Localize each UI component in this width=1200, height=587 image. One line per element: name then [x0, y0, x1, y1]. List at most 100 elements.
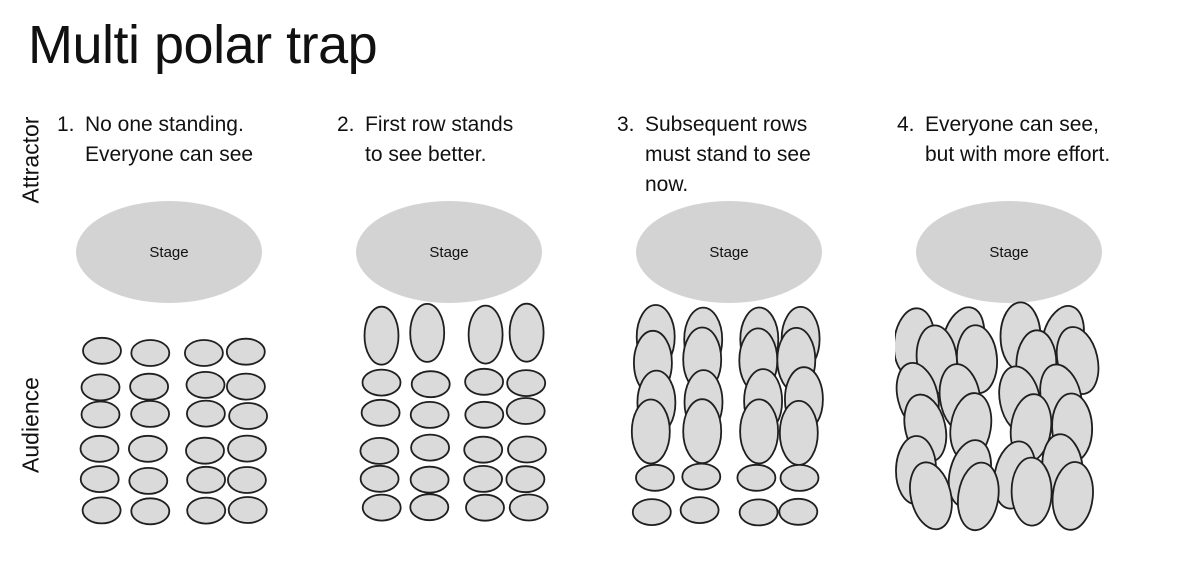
stage-shape — [356, 201, 542, 303]
stage-label: Stage — [989, 244, 1028, 261]
caption-line: must stand to see — [645, 143, 811, 166]
caption-line: but with more effort. — [925, 143, 1111, 166]
audience-person-seated — [465, 493, 505, 522]
audience-person-seated — [226, 466, 267, 494]
audience-person-seated — [81, 496, 122, 525]
caption-line: Subsequent rows — [645, 113, 808, 136]
audience-person-seated — [738, 498, 779, 527]
panel-4-diagram: Stage — [895, 201, 1102, 532]
audience-person-standing — [778, 399, 819, 466]
audience-person-seated — [227, 434, 267, 463]
audience-person-standing — [363, 305, 400, 366]
stage-label: Stage — [709, 244, 748, 261]
audience-person-seated — [410, 370, 451, 399]
panel-3-diagram: Stage — [630, 201, 824, 527]
attractor-axis-label: Attractor — [17, 116, 44, 204]
panel-caption: 3. Subsequent rows must stand to see now. — [615, 100, 895, 196]
audience-person-seated — [185, 399, 226, 428]
stage-shape — [916, 201, 1102, 303]
caption-line: to see better. — [365, 143, 487, 166]
audience-person-seated — [360, 398, 401, 427]
panel-caption: 4. Everyone can see, but with more effort… — [895, 100, 1175, 195]
audience-person-seated — [506, 369, 547, 398]
panel-caption: 2. First row stands to see better. — [335, 100, 615, 195]
panel-1-diagram: Stage — [76, 201, 269, 526]
stage-label: Stage — [429, 244, 468, 261]
audience-person-seated — [186, 496, 227, 525]
page-title: Multi polar trap — [28, 15, 378, 75]
audience-person-seated — [80, 373, 121, 402]
audience-person-seated — [79, 465, 120, 494]
audience-person-seated — [128, 466, 169, 495]
audience-person-seated — [185, 436, 225, 465]
audience-person-standing — [1010, 456, 1053, 527]
audience-person-seated — [505, 397, 546, 425]
audience-person-seated — [228, 402, 269, 430]
stage-label: Stage — [149, 244, 188, 261]
audience-person-standing — [909, 461, 953, 531]
audience-person-seated — [225, 372, 266, 401]
panel-number: 4. — [897, 113, 915, 136]
audience-person-seated — [463, 464, 504, 493]
audience-person-seated — [130, 497, 171, 526]
caption-line: now. — [645, 173, 689, 196]
audience-person-seated — [464, 367, 505, 396]
audience-person-seated — [79, 434, 120, 463]
panel-2-diagram: Stage — [356, 201, 549, 522]
audience-person-seated — [225, 337, 266, 366]
panel-caption-text: Everyone can see, but with more effort. — [925, 110, 1175, 195]
audience-person-seated — [463, 435, 504, 464]
audience-person-seated — [631, 498, 672, 527]
audience-person-seated — [361, 368, 402, 397]
audience-person-seated — [359, 464, 400, 493]
audience-person-seated — [409, 493, 450, 522]
panel-number: 2. — [337, 113, 355, 136]
panel-caption-text: Subsequent rows must stand to see now. — [645, 110, 895, 196]
panels-row: 1. No one standing.Everyone can see Stag… — [55, 100, 1175, 547]
audience-person-seated — [505, 465, 546, 494]
audience-person-standing — [739, 398, 780, 465]
audience-person-seated — [185, 370, 226, 399]
audience-person-seated — [409, 400, 450, 429]
audience-person-standing — [682, 398, 723, 465]
audience-person-seated — [183, 339, 224, 367]
panel-caption: 1. No one standing.Everyone can see — [55, 100, 335, 195]
audience-person-seated — [779, 463, 820, 492]
audience-person-standing — [1051, 461, 1094, 531]
audience-person-seated — [635, 463, 675, 492]
audience-person-seated — [128, 434, 168, 463]
audience-person-seated — [736, 463, 777, 492]
audience-person-standing — [467, 304, 504, 365]
audience-person-seated — [361, 493, 402, 522]
caption-line: Everyone can see, — [925, 113, 1099, 136]
stage-shape — [76, 201, 262, 303]
audience-person-standing — [409, 302, 446, 363]
panel-1: 1. No one standing.Everyone can see Stag… — [55, 100, 335, 547]
audience-person-standing — [957, 461, 1000, 532]
audience-person-seated — [410, 433, 450, 462]
panel-caption-text: First row stands to see better. — [365, 110, 615, 195]
panel-2: 2. First row stands to see better. Stage — [335, 100, 615, 547]
audience-person-seated — [681, 462, 722, 491]
panel-number: 3. — [617, 113, 635, 136]
audience-person-seated — [186, 465, 227, 494]
audience-person-seated — [778, 497, 819, 526]
audience-person-seated — [130, 339, 171, 367]
audience-person-seated — [80, 400, 121, 429]
audience-person-seated — [227, 496, 268, 524]
panel-4: 4. Everyone can see, but with more effort… — [895, 100, 1175, 547]
audience-person-seated — [82, 336, 122, 365]
caption-line: First row stands — [365, 113, 514, 136]
audience-person-seated — [359, 436, 400, 465]
audience-person-seated — [129, 372, 169, 401]
audience-person-seated — [508, 493, 549, 522]
audience-person-seated — [464, 400, 505, 429]
stage-shape — [636, 201, 822, 303]
panel-caption-text: No one standing.Everyone can see — [85, 110, 335, 195]
audience-person-seated — [679, 496, 720, 525]
audience-person-standing — [508, 302, 545, 363]
panel-number: 1. — [57, 113, 75, 136]
audience-person-standing — [630, 398, 671, 465]
audience-person-seated — [409, 465, 450, 494]
